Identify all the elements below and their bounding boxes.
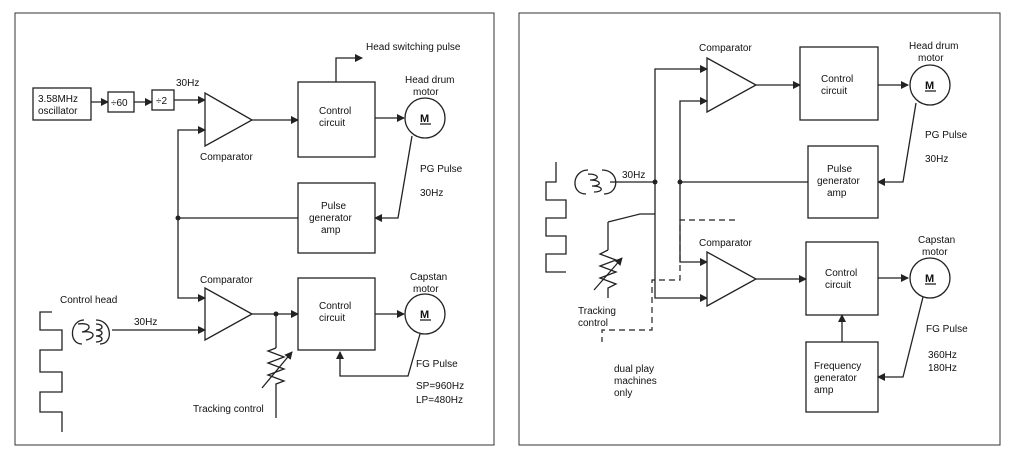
control-circuit-bottom-1: Control bbox=[319, 301, 351, 312]
left-frame bbox=[14, 12, 495, 446]
pulse-gen-label-3: amp bbox=[321, 225, 341, 236]
capstan-label-2: motor bbox=[413, 284, 439, 295]
r-comparator-bottom-label: Comparator bbox=[699, 238, 752, 249]
r-pg-pulse-label: PG Pulse bbox=[925, 130, 968, 141]
freq-30hz-ctrl: 30Hz bbox=[134, 317, 157, 328]
r-freq-gen-label-2: generator bbox=[814, 373, 857, 384]
capstan-label-1: Capstan bbox=[410, 272, 447, 283]
oscillator-label-1: 3.58MHz bbox=[38, 94, 78, 105]
r-control-circuit-top-box bbox=[799, 46, 879, 121]
comparator-top-triangle bbox=[204, 91, 254, 148]
right-diagram: Comparator Control circuit M Head drum m… bbox=[518, 12, 1001, 446]
comparator-top-label: Comparator bbox=[200, 152, 253, 163]
dual-play-dashed-path bbox=[601, 219, 735, 342]
head-drum-motor-m: M bbox=[420, 113, 429, 125]
pg-pulse-label: PG Pulse bbox=[420, 164, 463, 175]
dual-label-1: dual play bbox=[614, 364, 654, 375]
r-fg-pulse-label: FG Pulse bbox=[926, 324, 968, 335]
r-head-drum-motor-circle bbox=[909, 64, 951, 106]
r-control-circuit-bottom-1: Control bbox=[825, 268, 857, 279]
comparator-bottom-label: Comparator bbox=[200, 275, 253, 286]
left-diagram: 3.58MHz oscillator ÷60 ÷2 30Hz Comparato… bbox=[14, 12, 495, 446]
divider-60-label: ÷60 bbox=[111, 98, 128, 109]
r-tracking-label-2: control bbox=[578, 318, 608, 329]
r-head-drum-motor-m: M bbox=[925, 80, 934, 92]
head-switching-label: Head switching pulse bbox=[366, 42, 461, 53]
control-circuit-top-2: circuit bbox=[319, 118, 345, 129]
r-control-circuit-top-2: circuit bbox=[821, 86, 847, 97]
oscillator-label-2: oscillator bbox=[38, 106, 78, 117]
r-comparator-bottom-triangle bbox=[706, 250, 758, 308]
r-comparator-top-label: Comparator bbox=[699, 43, 752, 54]
control-circuit-top-1: Control bbox=[319, 106, 351, 117]
r-control-circuit-bottom-2: circuit bbox=[825, 280, 851, 291]
r-capstan-motor-circle bbox=[909, 257, 951, 299]
tracking-label: Tracking control bbox=[193, 404, 264, 415]
r-control-circuit-top-1: Control bbox=[821, 74, 853, 85]
control-circuit-bottom-box bbox=[297, 277, 376, 351]
head-drum-label-2: motor bbox=[413, 87, 439, 98]
r-head-drum-label-2: motor bbox=[918, 53, 944, 64]
r-tracking-label-1: Tracking bbox=[578, 306, 616, 317]
lp-label: LP=480Hz bbox=[416, 395, 463, 406]
r-pulse-gen-label-3: amp bbox=[827, 188, 847, 199]
r-control-track-pulses bbox=[545, 162, 567, 273]
r-freq-gen-label-3: amp bbox=[814, 385, 834, 396]
r-pulse-gen-label-2: generator bbox=[817, 176, 860, 187]
control-circuit-bottom-2: circuit bbox=[319, 313, 345, 324]
r-freq-gen-box bbox=[805, 341, 879, 413]
dual-label-3: only bbox=[614, 388, 632, 399]
r-capstan-motor-m: M bbox=[925, 273, 934, 285]
r-fg-180-label: 180Hz bbox=[928, 363, 957, 374]
comparator-bottom-triangle bbox=[204, 286, 254, 342]
head-drum-motor-circle bbox=[404, 97, 446, 139]
r-control-circuit-bottom-box bbox=[805, 241, 879, 316]
fg-pulse-label: FG Pulse bbox=[416, 359, 458, 370]
freq-30hz-top: 30Hz bbox=[176, 78, 199, 89]
dual-label-2: machines bbox=[614, 376, 657, 387]
r-freq-30hz: 30Hz bbox=[622, 170, 645, 181]
right-frame bbox=[518, 12, 1001, 446]
pg-freq-label: 30Hz bbox=[420, 188, 443, 199]
capstan-motor-m: M bbox=[420, 309, 429, 321]
control-track-pulses bbox=[39, 311, 63, 432]
r-freq-gen-label-1: Frequency bbox=[814, 361, 861, 372]
r-pulse-gen-label-1: Pulse bbox=[827, 164, 852, 175]
r-pulse-gen-box bbox=[807, 145, 879, 219]
control-circuit-top-box bbox=[297, 81, 376, 158]
r-capstan-label-2: motor bbox=[922, 247, 948, 258]
sp-label: SP=960Hz bbox=[416, 381, 464, 392]
capstan-motor-circle bbox=[404, 293, 446, 335]
r-capstan-label-1: Capstan bbox=[918, 235, 955, 246]
divider-2-label: ÷2 bbox=[156, 96, 167, 107]
oscillator-box bbox=[32, 87, 92, 121]
r-pg-freq-label: 30Hz bbox=[925, 154, 948, 165]
control-head-label: Control head bbox=[60, 295, 117, 306]
r-head-drum-label-1: Head drum bbox=[909, 41, 958, 52]
pulse-gen-label-2: generator bbox=[309, 213, 352, 224]
r-fg-360-label: 360Hz bbox=[928, 350, 957, 361]
head-drum-label-1: Head drum bbox=[405, 75, 454, 86]
pulse-gen-label-1: Pulse bbox=[321, 201, 346, 212]
pulse-gen-box bbox=[297, 182, 376, 254]
control-head-coil bbox=[71, 319, 94, 345]
r-comparator-top-triangle bbox=[706, 56, 758, 114]
